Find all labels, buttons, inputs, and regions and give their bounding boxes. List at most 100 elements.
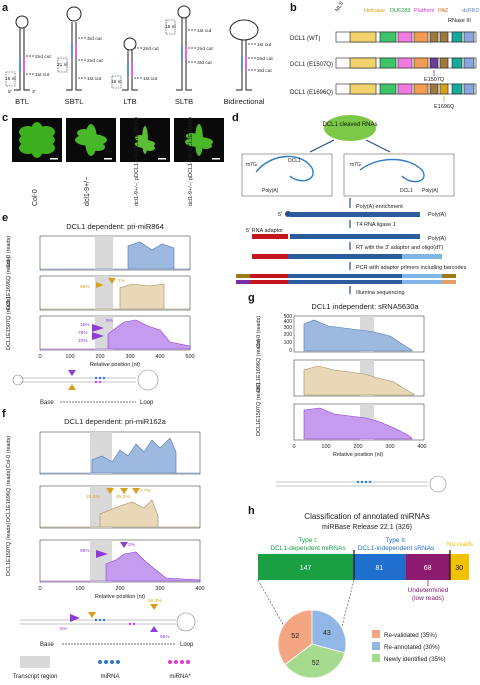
panel-e-title: DCL1 dependent: pri-miR864 (66, 222, 164, 231)
five-prime: 5' (278, 212, 282, 218)
legend-newly: Newly identified (35%) (384, 656, 446, 663)
e-pct-96: 96% (80, 284, 90, 290)
plant-photo-col0 (12, 118, 62, 162)
step-rt: RT with the 3' adaptor and oligo(dT) (356, 245, 444, 251)
panel-h-chart: Type I: DCL1-dependent miRNAs Type II: D… (257, 537, 474, 679)
btl-15nt: 15 nt (5, 76, 16, 82)
panel-label-a: a (2, 2, 9, 14)
f-pct-5: 5% (60, 626, 68, 632)
f-ylabel-col0: Col-0 (reads) (6, 436, 12, 468)
g-xtick-200: 200 (353, 444, 362, 450)
bar-type2 (353, 554, 406, 580)
panel-label-h: h (248, 505, 255, 517)
polya-1: Poly(A) (428, 212, 446, 218)
pie-value-revalidated: 52 (291, 633, 299, 640)
dcl1-marker-left: DCL1 (288, 158, 301, 164)
undetermined-label: Undetermined (408, 587, 449, 594)
f-xtick-100: 100 (75, 586, 84, 592)
bar-value-undetermined: 68 (424, 565, 432, 572)
e-xtick-300: 300 (125, 354, 134, 360)
step-pcr: PCR with adaptor primers including barco… (356, 265, 467, 271)
g-ylabel-e1696q: DCL1E1696Q (reads) (256, 339, 262, 392)
bar-undetermined (405, 554, 450, 580)
domain-rnase-iii: RNase III (448, 18, 471, 24)
type2-label: Type II: (385, 537, 407, 544)
e-ylabel-e1507q: DCL1E1507Q (reads) (6, 297, 12, 350)
domain-platform: Platform (414, 8, 435, 14)
adaptor-bar (252, 234, 288, 239)
e-pct-10: 10% (78, 338, 88, 344)
mutation-e1507q: E1507Q (424, 77, 445, 83)
plant-label-dcl1: dcl1-9+/− (84, 176, 91, 206)
pie-slice-newly (284, 643, 346, 679)
e-pct-1a: 1% (118, 278, 126, 284)
domain-paz: PAZ (438, 8, 449, 14)
plant-label-e1507q: dcl1-9+/−; pDCL1-FM-DCL1E1507Q (134, 117, 140, 206)
f-pct-2: 2% (128, 542, 136, 548)
step-t4-ligase: T4 RNA ligase 1 (356, 222, 396, 228)
f-pct-98: 98% (80, 548, 90, 554)
pie-value-reannotated: 43 (323, 630, 331, 637)
e-ylabel-e1696q: DCL1E1696Q (reads) (6, 257, 12, 310)
panel-label-d: d (232, 112, 239, 124)
bar-value-type1: 147 (300, 565, 312, 572)
g-xtick-400: 400 (417, 444, 426, 450)
pie-slice-revalidated (277, 609, 313, 666)
plant-label-col0: Col-0 (32, 189, 39, 206)
domain-nls: NLS (335, 0, 346, 13)
btl-3end: 3' (32, 89, 36, 95)
f-base: Base (40, 642, 54, 648)
ltb-2nd-cut: 2nd cut (143, 46, 159, 52)
ltb-1st-cut: 1st cut (143, 76, 158, 82)
g-ytick-400: 400 (284, 319, 293, 325)
g-ytick-0: 0 (289, 348, 292, 354)
panel-h-subtitle: miRBase Release 22.1 (326) (322, 524, 412, 531)
row-label-e1507q: DCL1 (E1507Q) (290, 62, 333, 68)
panel-label-c: c (2, 112, 9, 124)
g-ytick-300: 300 (284, 325, 293, 331)
structure-bidirectional: Bidirectional (224, 97, 265, 106)
legend-swatch-newly (372, 654, 380, 662)
panel-label-g: g (248, 292, 255, 304)
g-xtick-300: 300 (385, 444, 394, 450)
panel-b-domains: NLS Helicase DUF283 Platform PAZ RNase I… (290, 0, 479, 110)
noreads-label: No reads (447, 541, 474, 548)
f-xtick-0: 0 (38, 586, 41, 592)
row-label-wt: DCL1 (WT) (290, 36, 320, 42)
m7g-left: m7G (246, 162, 257, 168)
f-xtick-300: 300 (155, 586, 164, 592)
m7g-right: m7G (350, 162, 361, 168)
structure-sltb: SLTB (175, 97, 193, 106)
panel-label-b: b (290, 2, 297, 14)
polya-left: Poly(A) (262, 188, 279, 194)
legend-swatch-revalidated (372, 630, 380, 638)
polya-2: Poly(A) (428, 236, 446, 242)
f-pct-26b: 26.3% (148, 598, 162, 604)
e-pct-15: 15% (80, 322, 90, 328)
f-xtick-400: 400 (195, 586, 204, 592)
step-polya-enrichment: Poly(A) enrichment (356, 204, 403, 210)
sbtl-21nt: 21 nt (57, 62, 68, 68)
f-pct-26a: 26.3% (86, 494, 100, 500)
g-ytick-200: 200 (284, 332, 293, 338)
type1-label: Type I: (298, 537, 318, 544)
step-illumina: Illumina sequencing (356, 290, 405, 296)
classification-bar (258, 550, 469, 580)
structure-sbtl: SBTL (65, 97, 84, 106)
bar-type1 (258, 554, 354, 580)
panel-e-chart: Col-0 (reads) DCL1E1696Q (reads) DCL1E15… (6, 236, 195, 406)
dcl1-marker-right: DCL1 (400, 188, 413, 194)
pie-chart (277, 609, 347, 679)
bidir-3rd-cut: 3rd cut (257, 68, 272, 74)
plant-photo-dcl1 (66, 118, 116, 162)
f-pct-7: 7.7% (140, 488, 152, 494)
pie-slice-reannotated (311, 609, 347, 654)
structure-ltb: LTB (123, 97, 136, 106)
bidir-1st-cut: 1st cut (257, 42, 272, 48)
e-xtick-0: 0 (38, 354, 41, 360)
structure-btl: BTL (15, 97, 29, 106)
legend-mirna: miRNA (101, 674, 120, 680)
legend-transcript: Transcript region (13, 674, 58, 680)
panel-c-plants: Col-0 dcl1-9+/− dcl1-9+/−; pDCL1-FM-DCL1… (12, 117, 232, 210)
